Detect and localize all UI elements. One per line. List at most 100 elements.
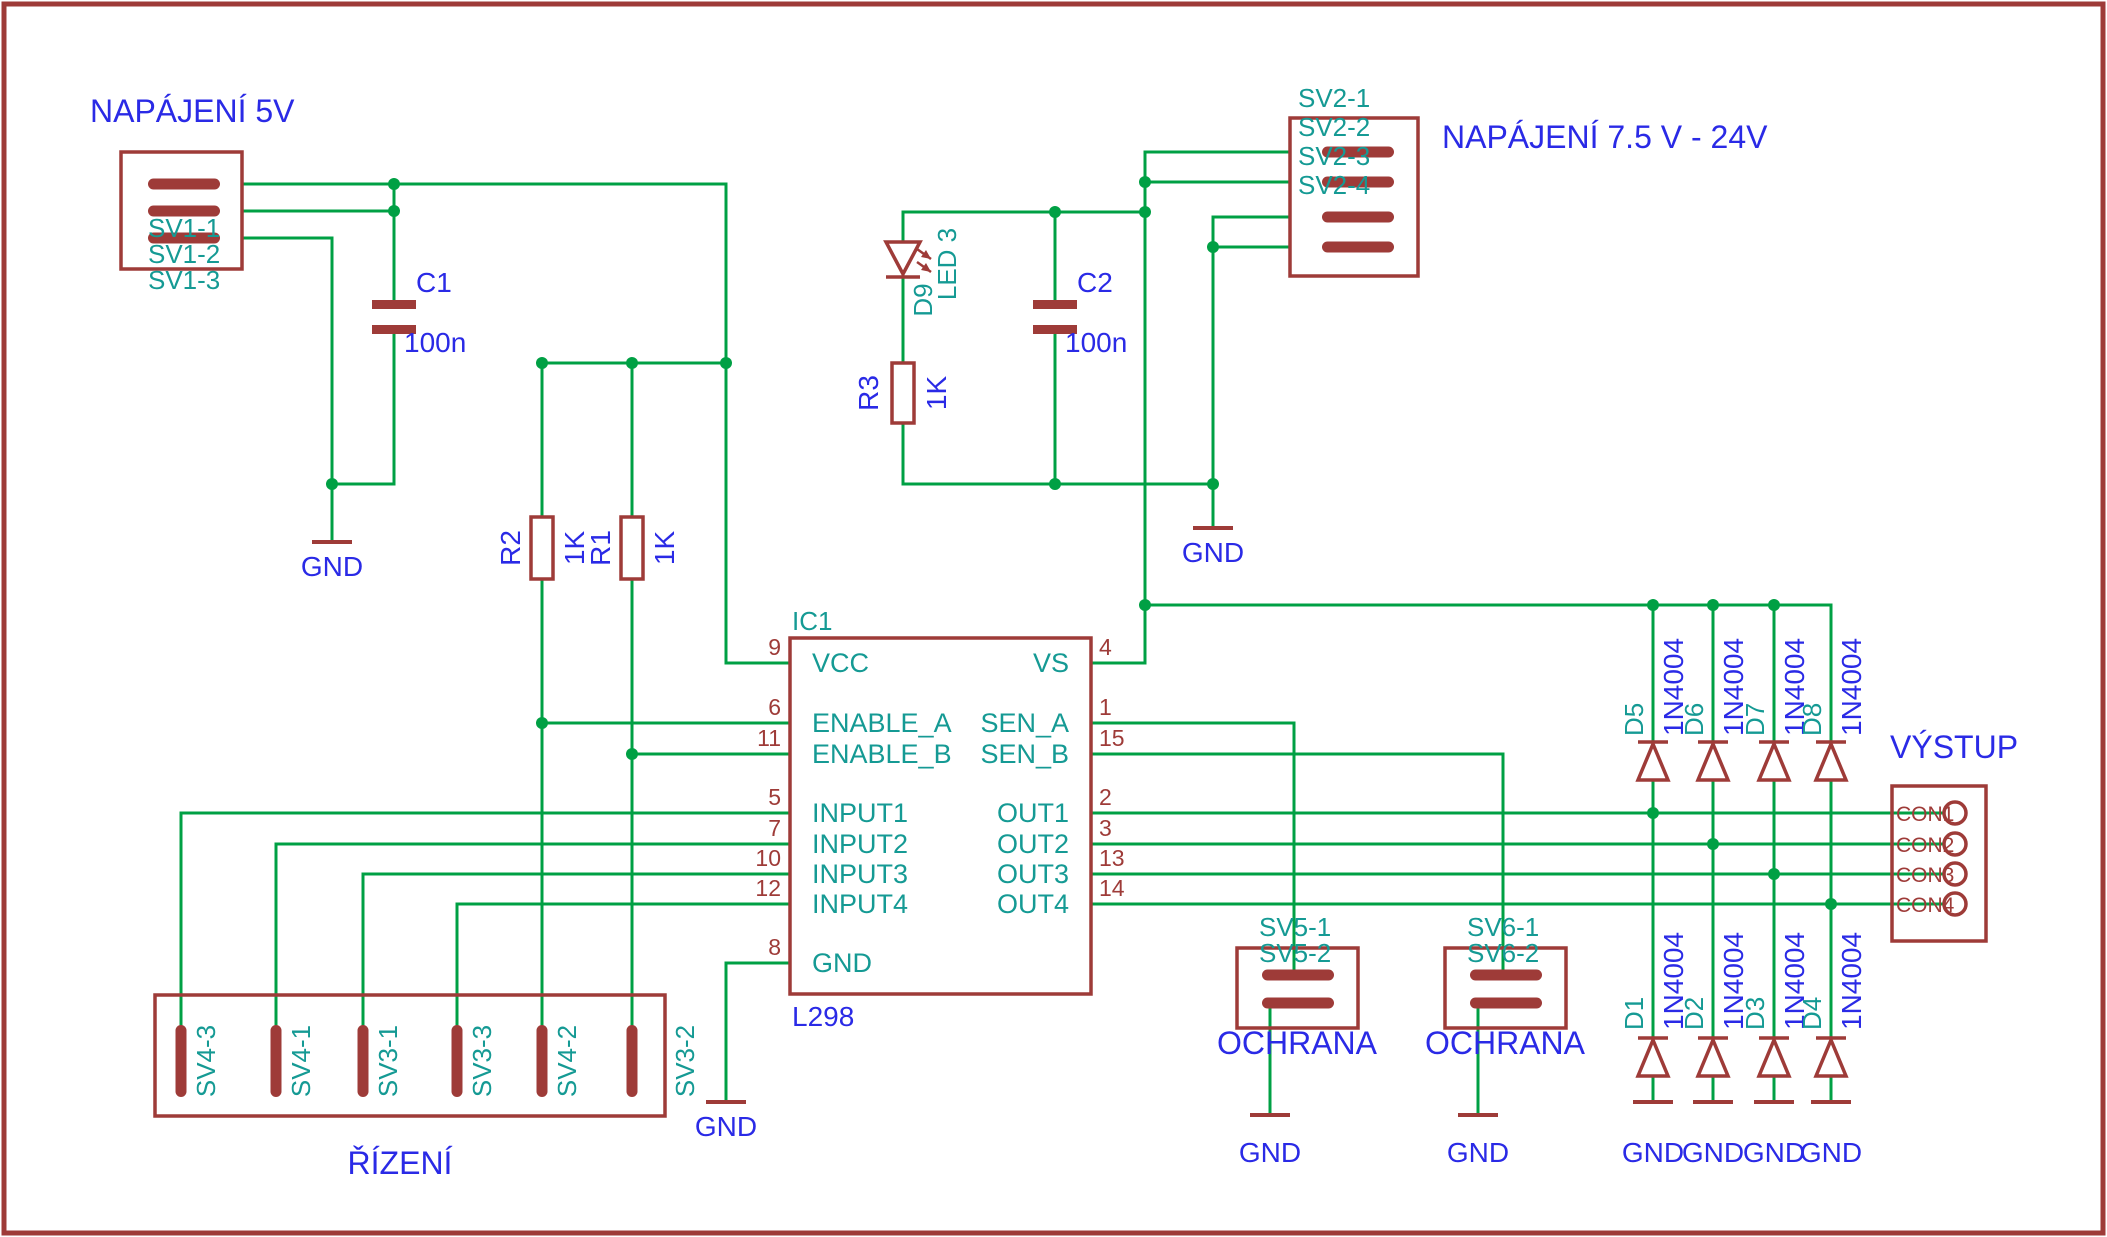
ic1-pin-name: INPUT4 [812,889,908,919]
sv5-pin-label: SV5-1 [1259,912,1331,942]
sv2-pin-label: SV2-1 [1298,83,1370,113]
sv6-pin-label: SV6-2 [1467,938,1539,968]
output-connector [1890,784,1988,943]
control-pin-lozenge [626,1025,638,1097]
diode-triangle [1756,1035,1792,1078]
diode-d4 [1813,1035,1849,1078]
r1-name: R1 [585,530,616,566]
junction-dot [326,478,338,490]
diode-triangle [1756,739,1792,782]
c1-value: 100n [404,327,466,358]
sv6-pin-label: SV6-1 [1467,912,1539,942]
text-layer: NAPÁJENÍ 5V NAPÁJENÍ 7.5 V - 24V VÝSTUP … [90,83,2018,1181]
ic1-pin-name: SEN_A [980,708,1069,738]
d2-value: 1N4004 [1718,932,1749,1030]
d6-value: 1N4004 [1718,638,1749,736]
wire [455,902,792,1027]
diode-triangle [1635,1035,1671,1078]
output-pin-label: CON3 [1896,864,1954,887]
resistor-r1 [619,515,645,581]
junction-dot [536,357,548,369]
junction-dot [720,357,732,369]
ic1-pin-name: OUT3 [997,859,1069,889]
wire [179,811,792,1027]
ic1-pin-name: ENABLE_A [812,708,952,738]
sv6-pin-lozenge [1470,969,1542,981]
junction-dot [1207,478,1219,490]
title-protection-1: OCHRANA [1217,1025,1378,1061]
diode-d7 [1756,739,1792,782]
d3-name: D3 [1740,997,1770,1030]
resistor-r2 [529,515,555,581]
ic1-pin-number: 11 [757,725,781,751]
capacitor-plate [1033,325,1077,334]
control-pin-lozenge [175,1025,187,1097]
ic1-pin-number: 13 [1099,845,1125,871]
sv6-pin-lozenge [1470,997,1542,1009]
output-pin-circle [1942,891,1968,917]
control-pin-label: SV4-1 [286,1025,316,1097]
sv1-outline [119,150,244,271]
wire [330,332,396,486]
gnd-label: GND [1622,1137,1684,1168]
sv2-pin-lozenge [1322,176,1394,188]
ic1-pin-number: 12 [755,875,781,901]
control-pin-label: SV4-3 [191,1025,221,1097]
ic1-pin-number: 14 [1099,875,1125,901]
ic1-pin-name: VS [1033,648,1069,678]
c2-value: 100n [1065,327,1127,358]
control-pin-label: SV4-2 [552,1025,582,1097]
sv1-connector [119,150,244,271]
gnd-label: GND [695,1111,757,1142]
wire [1089,150,1147,665]
d4-value: 1N4004 [1836,932,1867,1030]
d9-value: LED 3 [932,228,962,300]
led-triangle [883,240,923,278]
diode-d6 [1695,739,1731,782]
d7-name: D7 [1740,703,1770,736]
junction-dot [388,205,400,217]
wire [274,842,792,1027]
output-pin-circle [1942,861,1968,887]
d1-name: D1 [1619,997,1649,1030]
ic1-pin-number: 5 [768,784,781,810]
control-pin-label: SV3-2 [670,1025,700,1097]
ic1-value: L298 [792,1001,854,1032]
wire [240,236,334,542]
control-pin-lozenge [536,1025,548,1097]
diode-triangle [1695,1035,1731,1078]
junction-dot [1647,807,1659,819]
led-emission-arrowhead [921,263,931,272]
d2-name: D2 [1679,997,1709,1030]
ic1-pin-number: 10 [755,845,781,871]
control-pin-lozenge [451,1025,463,1097]
ic1-pin-name: VCC [812,648,869,678]
ic1-pin-number: 2 [1099,784,1112,810]
gnd-label: GND [1682,1137,1744,1168]
wire-layer [179,150,1946,1115]
junction-dot [1049,478,1061,490]
d8-name: D8 [1797,703,1827,736]
title-output: VÝSTUP [1890,729,2018,765]
c2-name: C2 [1077,267,1113,298]
wire [1089,752,1505,977]
junction-dot [626,748,638,760]
junction-dot [626,357,638,369]
junction-dot [1768,599,1780,611]
junction-dot [388,178,400,190]
d4-name: D4 [1797,997,1827,1030]
resistor-body [529,515,555,581]
ic1-pin-name: OUT2 [997,829,1069,859]
led-d9 [883,240,932,279]
resistor-body [619,515,645,581]
ic1-pin-name: OUT4 [997,889,1069,919]
control-pin-label: SV3-3 [467,1025,497,1097]
output-pin-circle [1942,800,1968,826]
gnd-label: GND [1182,537,1244,568]
diode-d1 [1635,1035,1671,1078]
sv2-pin-label: SV2-2 [1298,112,1370,142]
junction-dots [326,176,1837,910]
d5-name: D5 [1619,703,1649,736]
d6-name: D6 [1679,703,1709,736]
